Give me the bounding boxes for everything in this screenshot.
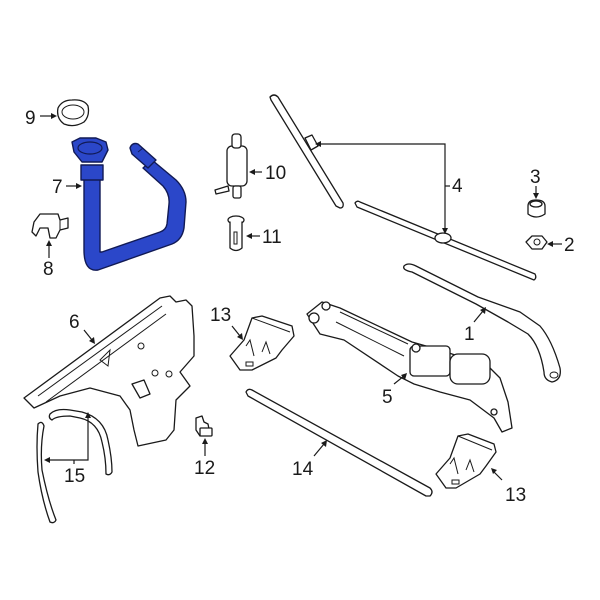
callout-6[interactable]: 6 (69, 312, 95, 344)
part-2-nut[interactable] (525, 235, 548, 250)
part-14-drain-hose[interactable] (245, 388, 433, 497)
arrow-icon (315, 141, 321, 147)
callout-8[interactable]: 8 (43, 240, 54, 280)
part-15-washer-hoses[interactable] (36, 408, 113, 524)
arrow-icon (442, 228, 448, 234)
part-13-bracket-lower[interactable] (435, 433, 497, 489)
arrow-icon (246, 233, 252, 239)
part-4-wiper-blades[interactable] (269, 94, 537, 281)
arrow-icon (249, 169, 255, 175)
callout-10-label: 10 (265, 163, 286, 184)
part-8-clip[interactable] (31, 213, 69, 239)
arrow-icon (321, 440, 327, 447)
part-5-wiper-linkage[interactable] (306, 301, 513, 433)
callout-14[interactable]: 14 (292, 440, 327, 480)
arrow-icon (85, 412, 91, 418)
callout-13-lower[interactable]: 13 (491, 468, 526, 506)
callout-11-label: 11 (262, 227, 282, 248)
callout-13-upper[interactable]: 13 (210, 305, 243, 340)
part-1-wiper-arm[interactable] (403, 263, 561, 383)
arrow-icon (533, 193, 539, 199)
part-13-bracket-upper[interactable] (229, 315, 295, 371)
arrow-icon (491, 468, 497, 474)
callout-1[interactable]: 1 (464, 307, 486, 345)
arrow-icon (202, 438, 208, 444)
callout-9-label: 9 (25, 108, 36, 129)
arrow-icon (76, 183, 82, 189)
callout-15-label: 15 (64, 466, 85, 487)
callout-2-label: 2 (564, 235, 575, 256)
part-6-reservoir[interactable] (23, 295, 195, 447)
arrow-icon (237, 333, 243, 340)
callout-15[interactable]: 15 (44, 412, 91, 487)
callout-1-label: 1 (464, 324, 475, 345)
arrow-icon (51, 113, 57, 119)
arrow-icon (401, 373, 407, 380)
callout-7-label: 7 (52, 177, 63, 198)
arrow-icon (547, 241, 553, 247)
callout-14-label: 14 (292, 459, 314, 480)
callout-3-label: 3 (530, 167, 541, 188)
callout-2[interactable]: 2 (547, 235, 575, 256)
arrow-icon (44, 457, 50, 463)
callout-4[interactable]: 4 (315, 141, 463, 234)
callout-3[interactable]: 3 (530, 167, 541, 199)
callout-5[interactable]: 5 (382, 373, 407, 408)
callout-12[interactable]: 12 (194, 438, 215, 479)
arrow-icon (89, 337, 95, 344)
callout-7[interactable]: 7 (52, 177, 82, 198)
part-11-grommet[interactable] (227, 215, 245, 252)
arrow-icon (480, 307, 486, 314)
callout-9[interactable]: 9 (25, 108, 57, 129)
callout-10[interactable]: 10 (249, 163, 286, 184)
callout-11[interactable]: 11 (246, 227, 282, 248)
callout-13-upper-label: 13 (210, 305, 231, 326)
callout-5-label: 5 (382, 387, 393, 408)
part-9-seal[interactable] (56, 99, 90, 127)
callout-12-label: 12 (194, 458, 215, 479)
part-7-filler-hose[interactable] (71, 137, 187, 271)
callout-8-label: 8 (43, 259, 54, 280)
arrow-icon (46, 240, 52, 246)
part-3-cap[interactable] (527, 199, 546, 218)
part-10-washer-pump[interactable] (214, 133, 248, 199)
callout-13-lower-label: 13 (505, 485, 526, 506)
callout-4-label: 4 (452, 176, 463, 197)
callout-6-label: 6 (69, 312, 80, 333)
part-12-level-sensor[interactable] (195, 415, 213, 437)
